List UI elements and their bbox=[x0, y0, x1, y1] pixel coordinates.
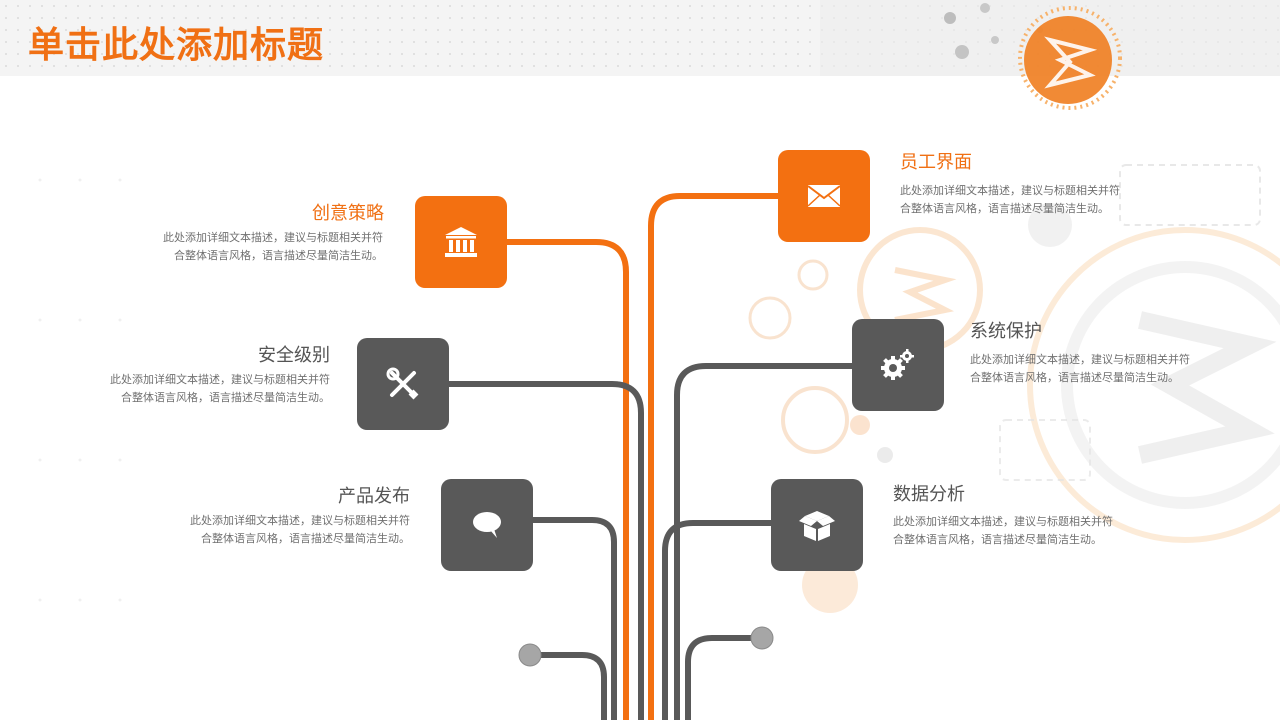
open-box-icon bbox=[799, 511, 835, 541]
bank-icon bbox=[445, 227, 477, 257]
connector-security-level bbox=[445, 381, 644, 720]
tools-icon bbox=[386, 367, 419, 400]
endpoint-right-dot bbox=[750, 626, 774, 650]
connector-product-release bbox=[529, 517, 617, 720]
connector-system-protection bbox=[674, 363, 856, 720]
staff-interface-title: 员工界面 bbox=[900, 152, 972, 173]
system-protection-title: 系统保护 bbox=[970, 321, 1042, 342]
envelope-icon bbox=[807, 185, 841, 207]
connector-data-analysis bbox=[662, 520, 775, 720]
product-release-title: 产品发布 bbox=[338, 486, 410, 507]
creative-strategy-title: 创意策略 bbox=[312, 203, 384, 224]
page-title: 单击此处添加标题 bbox=[28, 25, 325, 66]
connector-creative-strategy bbox=[503, 239, 629, 720]
connector-left-dot bbox=[527, 652, 607, 720]
data-analysis-box bbox=[771, 479, 863, 571]
gears-icon bbox=[881, 349, 914, 380]
system-protection-box bbox=[852, 319, 944, 411]
chat-bubble-icon bbox=[473, 512, 501, 538]
staff-interface-desc: 此处添加详细文本描述，建议与标题相关并符合整体语言风格，语言描述尽量简洁生动。 bbox=[900, 184, 1120, 215]
data-analysis-title: 数据分析 bbox=[893, 484, 965, 505]
endpoint-left-dot bbox=[518, 643, 542, 667]
creative-strategy-box bbox=[415, 196, 507, 288]
product-release-box bbox=[441, 479, 533, 571]
system-protection-desc: 此处添加详细文本描述，建议与标题相关并符合整体语言风格，语言描述尽量简洁生动。 bbox=[970, 353, 1190, 384]
product-release-desc: 此处添加详细文本描述，建议与标题相关并符合整体语言风格，语言描述尽量简洁生动。 bbox=[190, 514, 410, 545]
connector-staff-interface bbox=[648, 193, 782, 720]
security-level-title: 安全级别 bbox=[258, 345, 330, 366]
security-level-box bbox=[357, 338, 449, 430]
creative-strategy-desc: 此处添加详细文本描述，建议与标题相关并符合整体语言风格，语言描述尽量简洁生动。 bbox=[163, 231, 383, 262]
coin-logo-icon bbox=[1018, 6, 1122, 110]
security-level-desc: 此处添加详细文本描述，建议与标题相关并符合整体语言风格，语言描述尽量简洁生动。 bbox=[110, 373, 330, 404]
staff-interface-box bbox=[778, 150, 870, 242]
connector-right-dot bbox=[685, 635, 765, 720]
data-analysis-desc: 此处添加详细文本描述，建议与标题相关并符合整体语言风格，语言描述尽量简洁生动。 bbox=[893, 515, 1113, 546]
